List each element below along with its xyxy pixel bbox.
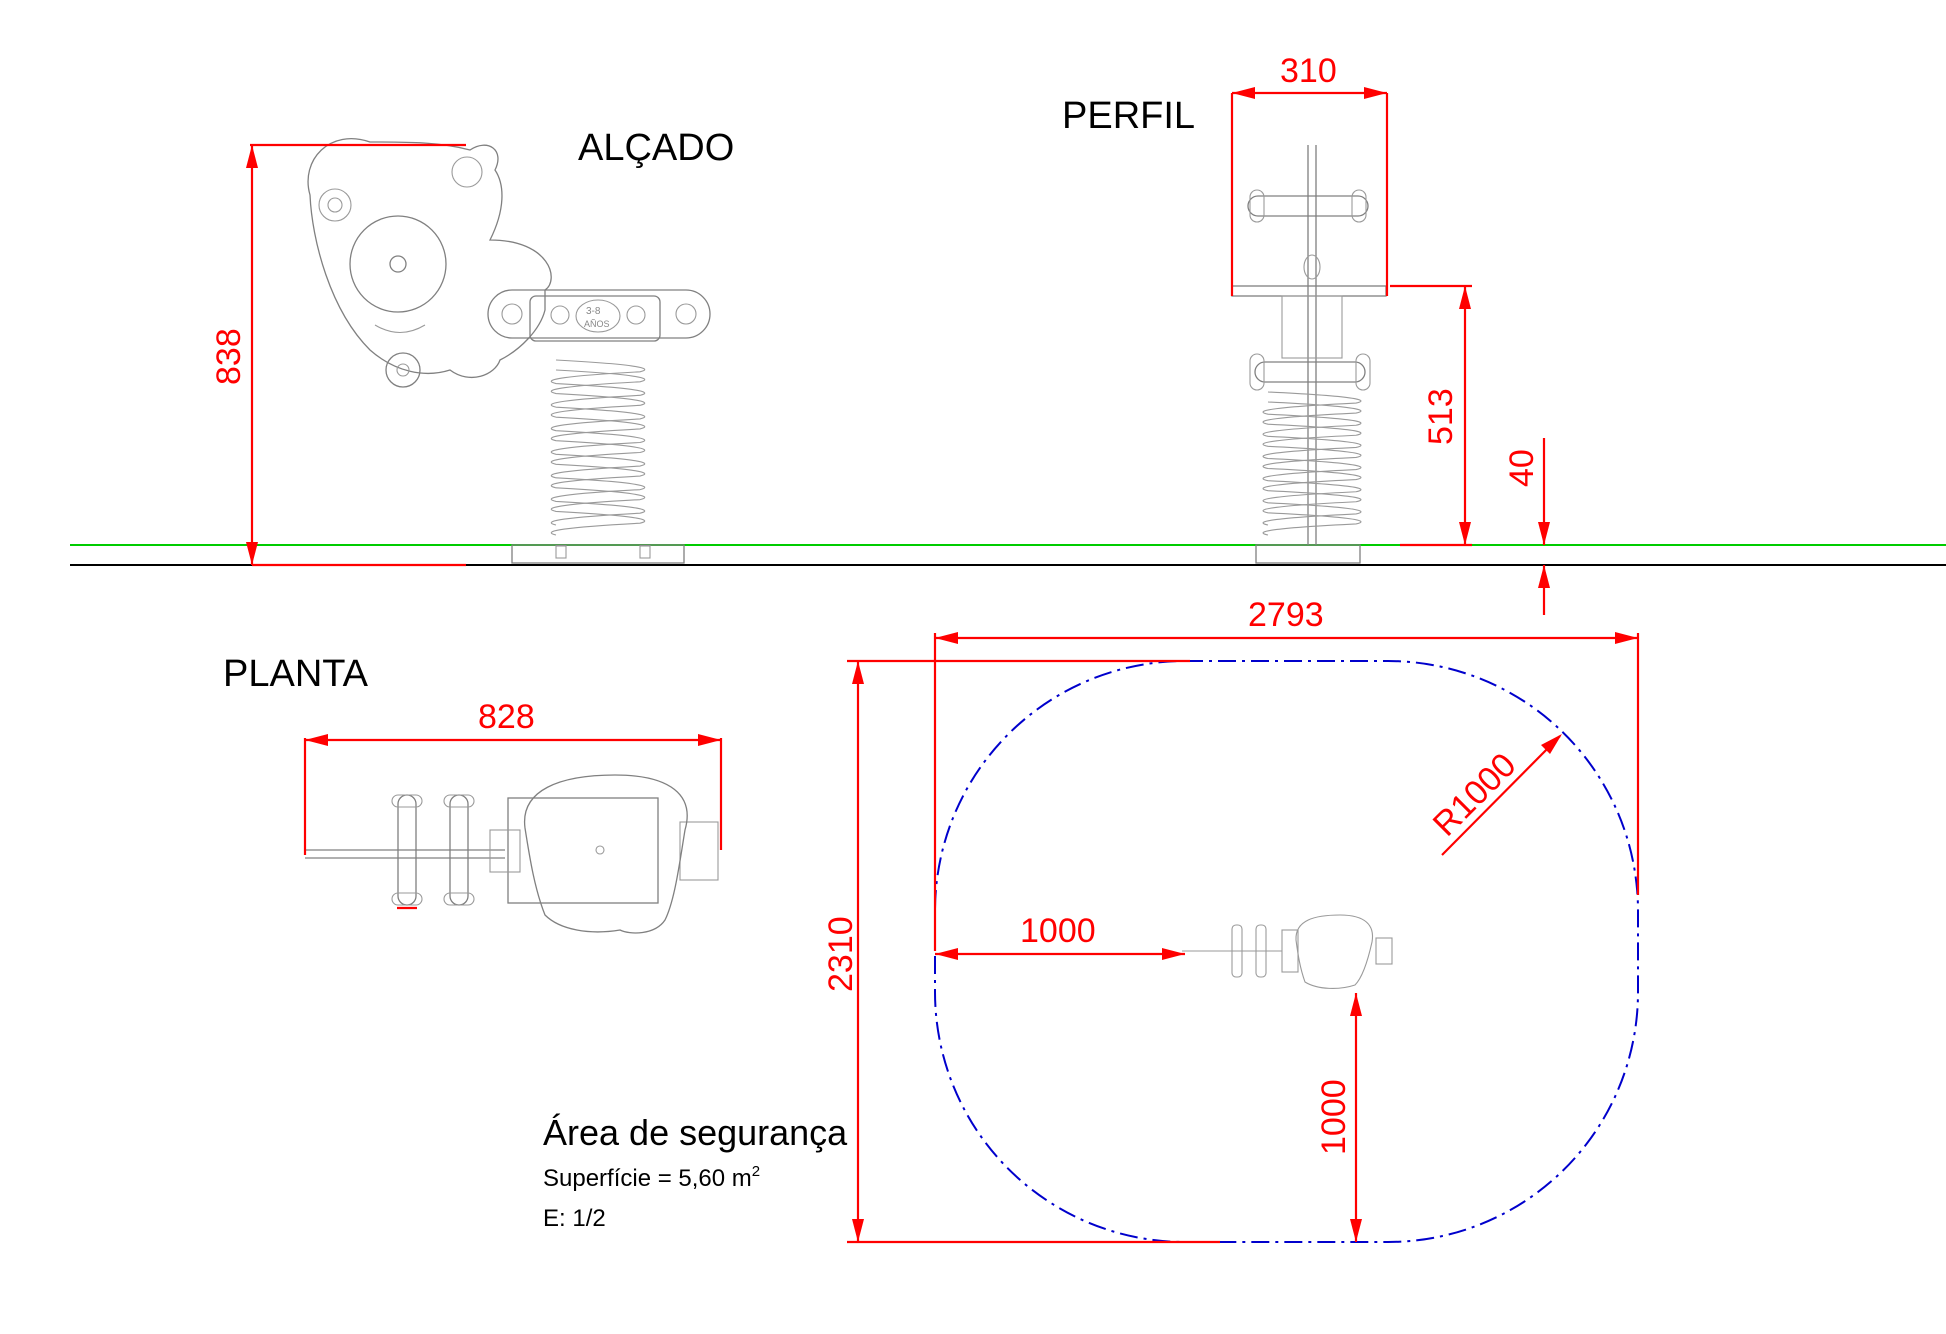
profile-title: PERFIL	[1062, 95, 1195, 137]
safety-area-boundary	[934, 660, 1639, 1243]
bear-head-outline	[307, 137, 552, 379]
spring-coil	[550, 369, 646, 536]
elevation-view: 3-8 AÑOS	[307, 137, 711, 564]
bear-nose	[389, 255, 407, 273]
dimension-r1000: R1000	[1426, 734, 1562, 856]
svg-text:Superfície = 5,60 m2: Superfície = 5,60 m2	[543, 1163, 760, 1192]
profile-handle-top	[1247, 195, 1369, 217]
profile-spring	[1262, 391, 1362, 536]
plan-seat-outline	[524, 774, 688, 934]
bear-ear-left-curl-inner	[327, 197, 343, 213]
dimension-838-label: 838	[210, 328, 248, 385]
spring-coil	[550, 359, 646, 526]
elevation-title: ALÇADO	[578, 127, 734, 169]
seat-screw-1	[550, 305, 570, 325]
age-badge	[575, 299, 621, 333]
seat-bolt-left	[501, 303, 523, 325]
seat-bolt-right	[675, 303, 697, 325]
elevation-anchor-right	[639, 545, 651, 559]
profile-footrest	[1254, 361, 1366, 383]
spring-coil	[1262, 391, 1362, 526]
dimension-2310-label: 2310	[822, 916, 860, 992]
seat-screw-2	[626, 305, 646, 325]
dimension-828: 828	[303, 698, 723, 855]
dimension-1000-horizontal: 1000	[935, 912, 1185, 960]
safety-area-equipment	[1182, 914, 1393, 989]
profile-seat-top	[1231, 285, 1387, 297]
dimension-513: 513	[1390, 284, 1472, 547]
dimension-1000-vertical: 1000	[1315, 993, 1362, 1242]
seat-bar	[487, 289, 711, 339]
safety-area-caption: Área de segurança Superfície = 5,60 m2 E…	[543, 1112, 848, 1232]
dimension-2793-label: 2793	[1248, 596, 1324, 634]
plan-view	[305, 774, 719, 934]
plan-title: PLANTA	[223, 653, 369, 695]
seat-plate	[529, 295, 661, 342]
spring-coil	[1262, 401, 1362, 536]
dimension-1000-vertical-label: 1000	[1315, 1079, 1353, 1155]
bear-ear-right-curl	[451, 156, 483, 188]
bear-mouth	[374, 324, 426, 334]
elevation-spring	[550, 359, 646, 536]
elevation-anchor-left	[555, 545, 567, 559]
dimension-838: 838	[210, 143, 466, 567]
age-badge-line2: AÑOS	[584, 319, 610, 329]
bear-face-disc	[349, 215, 447, 313]
profile-view	[1231, 145, 1387, 564]
dimension-513-label: 513	[1422, 388, 1460, 445]
bear-chin-knob	[385, 352, 421, 388]
age-badge-line1: 3-8	[586, 306, 601, 317]
bear-ear-left-curl	[318, 188, 352, 222]
elevation-base-plate	[511, 544, 685, 564]
dimension-310: 310	[1230, 52, 1389, 296]
profile-base-plate	[1255, 544, 1361, 564]
dimension-828-label: 828	[478, 698, 535, 736]
safety-area-scale: E: 1/2	[543, 1205, 606, 1232]
dimension-310-label: 310	[1280, 52, 1337, 90]
safety-area-surface: Superfície = 5,60 m	[543, 1165, 752, 1192]
plan-base	[507, 797, 659, 904]
safety-area-title: Área de segurança	[543, 1112, 848, 1153]
dimension-40: 40	[1503, 438, 1550, 615]
dimension-1000-horizontal-label: 1000	[1020, 912, 1096, 950]
dimension-2793: 2793	[933, 596, 1640, 951]
dimension-2310: 2310	[822, 659, 1220, 1244]
dimension-r1000-label: R1000	[1426, 746, 1524, 844]
dimension-40-label: 40	[1503, 449, 1541, 487]
bear-chin-knob-inner	[396, 363, 410, 377]
safety-area-surface-exponent: 2	[752, 1163, 760, 1180]
